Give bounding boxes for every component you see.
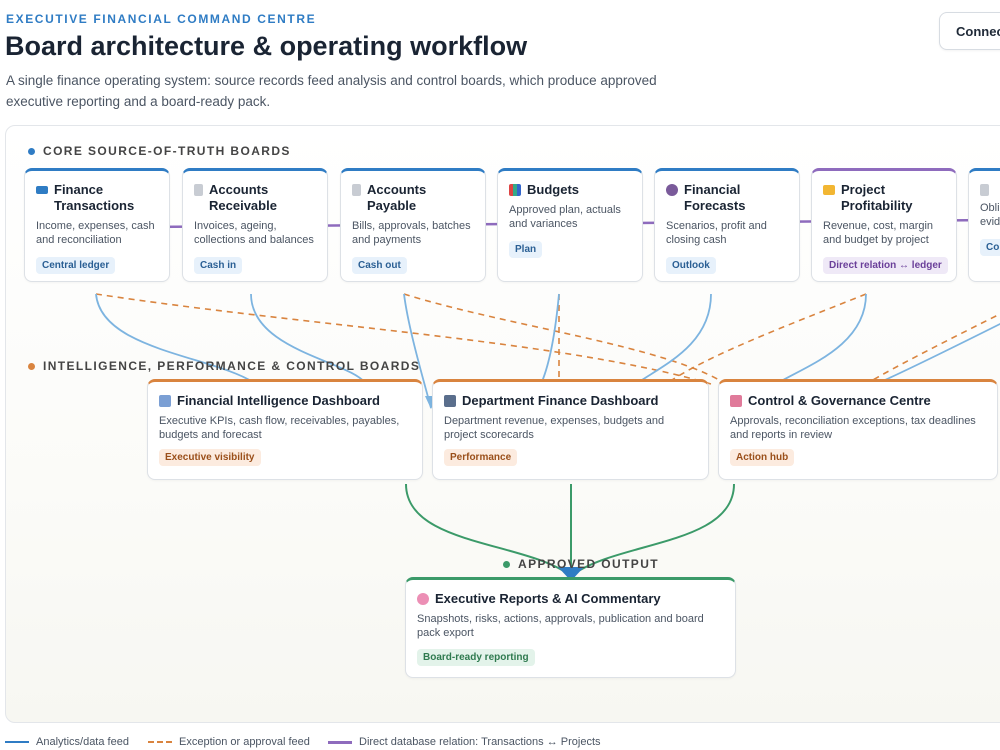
board-tag: Cash out (352, 257, 407, 274)
document-icon (980, 184, 989, 196)
board-tag: Action hub (730, 449, 795, 466)
board-title: Finance Transactions (54, 182, 135, 213)
board-tag: Board-ready reporting (417, 649, 535, 666)
legend-label: Analytics/data feed (36, 736, 129, 748)
exception-feed (95, 293, 712, 385)
board-description: Department revenue, expenses, budgets an… (444, 415, 665, 441)
analytics-feed (875, 322, 1000, 385)
section-intel-label: INTELLIGENCE, PERFORMANCE & CONTROL BOAR… (28, 359, 420, 373)
architecture-board: CORE SOURCE-OF-TRUTH BOARDS INTELLIGENCE… (5, 125, 1000, 723)
document-icon (352, 184, 361, 196)
analytics-feed (635, 293, 712, 385)
analytics-feed (775, 293, 867, 385)
board-tag: Cor (980, 239, 1000, 256)
analytics-feed (250, 293, 367, 385)
analytics-feed (95, 293, 257, 385)
board-description: Obli evid (980, 202, 1000, 228)
board-description: Income, expenses, cash and reconciliatio… (36, 220, 155, 246)
board-tag: Cash in (194, 257, 243, 274)
core-board-finance-transactions[interactable]: Finance Transactions Income, expenses, c… (24, 168, 170, 282)
board-description: Revenue, cost, margin and budget by proj… (823, 220, 934, 246)
legend-item-exception: Exception or approval feed (148, 736, 310, 748)
solid-line-icon (328, 740, 352, 744)
board-tag: Direct relation ↔ ledger (823, 257, 948, 274)
document-icon (194, 184, 203, 196)
blue-dot-icon (28, 147, 35, 155)
board-tag: Outlook (666, 257, 716, 274)
section-core-text: CORE SOURCE-OF-TRUTH BOARDS (43, 144, 291, 158)
bar-chart-icon (509, 184, 521, 196)
folder-icon (823, 185, 835, 195)
core-board-budgets[interactable]: Budgets Approved plan, actuals and varia… (497, 168, 643, 282)
output-feed (405, 483, 572, 577)
section-intel-text: INTELLIGENCE, PERFORMANCE & CONTROL BOAR… (43, 359, 421, 373)
dashed-line-icon (148, 741, 172, 743)
trend-chart-icon (159, 395, 171, 407)
board-title: Department Finance Dashboard (462, 393, 659, 408)
board-title: Budgets (527, 182, 579, 197)
board-description: Invoices, ageing, collections and balanc… (194, 220, 314, 246)
page-title: Board architecture & operating workflow (5, 31, 528, 61)
board-title: Accounts Receivable (209, 182, 277, 213)
board-description: Approved plan, actuals and variances (509, 204, 621, 230)
board-tag: Executive visibility (159, 449, 261, 466)
section-output-text: APPROVED OUTPUT (518, 557, 660, 571)
exception-feed (865, 313, 1000, 385)
board-description: Bills, approvals, batches and payments (352, 220, 471, 246)
arrowhead (558, 567, 584, 581)
exception-feed (665, 293, 867, 385)
analytics-feed (403, 293, 432, 409)
legend-item-relation: Direct database relation: Transactions ↔… (328, 736, 601, 748)
board-title: Project Profitability (841, 182, 913, 213)
analytics-feed (540, 293, 560, 385)
connect-button[interactable]: Connec (939, 12, 1000, 50)
board-tag: Plan (509, 241, 543, 258)
legend-label: Direct database relation: Transactions ↔… (359, 736, 601, 748)
orange-dot-icon (28, 362, 35, 370)
board-title: Accounts Payable (367, 182, 427, 213)
intel-board-department-finance[interactable]: Department Finance Dashboard Department … (432, 379, 709, 480)
section-output-label: APPROVED OUTPUT (503, 557, 659, 571)
legend-item-analytics: Analytics/data feed (5, 736, 129, 748)
exception-feed (403, 293, 727, 385)
core-board-project-profitability[interactable]: Project Profitability Revenue, cost, mar… (811, 168, 957, 282)
crystal-ball-icon (666, 184, 678, 196)
board-title: Control & Governance Centre (748, 393, 931, 408)
syringe-icon (730, 395, 742, 407)
page-subtitle: A single finance operating system: sourc… (6, 73, 657, 109)
intel-board-control-governance[interactable]: Control & Governance Centre Approvals, r… (718, 379, 998, 480)
board-title: Financial Forecasts (684, 182, 746, 213)
section-core-label: CORE SOURCE-OF-TRUTH BOARDS (28, 144, 291, 158)
solid-line-icon (5, 741, 29, 743)
eyebrow: EXECUTIVE FINANCIAL COMMAND CENTRE (6, 12, 317, 26)
core-board-financial-forecasts[interactable]: Financial Forecasts Scenarios, profit an… (654, 168, 800, 282)
board-description: Scenarios, profit and closing cash (666, 220, 767, 246)
output-board-executive-reports[interactable]: Executive Reports & AI Commentary Snapsh… (405, 577, 736, 678)
core-board-accounts-receivable[interactable]: Accounts Receivable Invoices, ageing, co… (182, 168, 328, 282)
board-tag: Central ledger (36, 257, 116, 274)
board-tag: Performance (444, 449, 518, 466)
credit-card-icon (36, 186, 48, 194)
core-board-compliance[interactable]: Obli evid Cor (968, 168, 1000, 282)
core-board-accounts-payable[interactable]: Accounts Payable Bills, approvals, batch… (340, 168, 486, 282)
intel-board-financial-intelligence[interactable]: Financial Intelligence Dashboard Executi… (147, 379, 423, 480)
legend-label: Exception or approval feed (179, 736, 310, 748)
board-description: Executive KPIs, cash flow, receivables, … (159, 415, 400, 441)
building-icon (444, 395, 456, 407)
board-title: Financial Intelligence Dashboard (177, 393, 380, 408)
board-description: Snapshots, risks, actions, approvals, pu… (417, 613, 704, 639)
output-feed (570, 483, 735, 577)
brain-icon (417, 593, 429, 605)
board-description: Approvals, reconciliation exceptions, ta… (730, 415, 976, 441)
board-title: Executive Reports & AI Commentary (435, 591, 661, 606)
green-dot-icon (503, 560, 510, 568)
